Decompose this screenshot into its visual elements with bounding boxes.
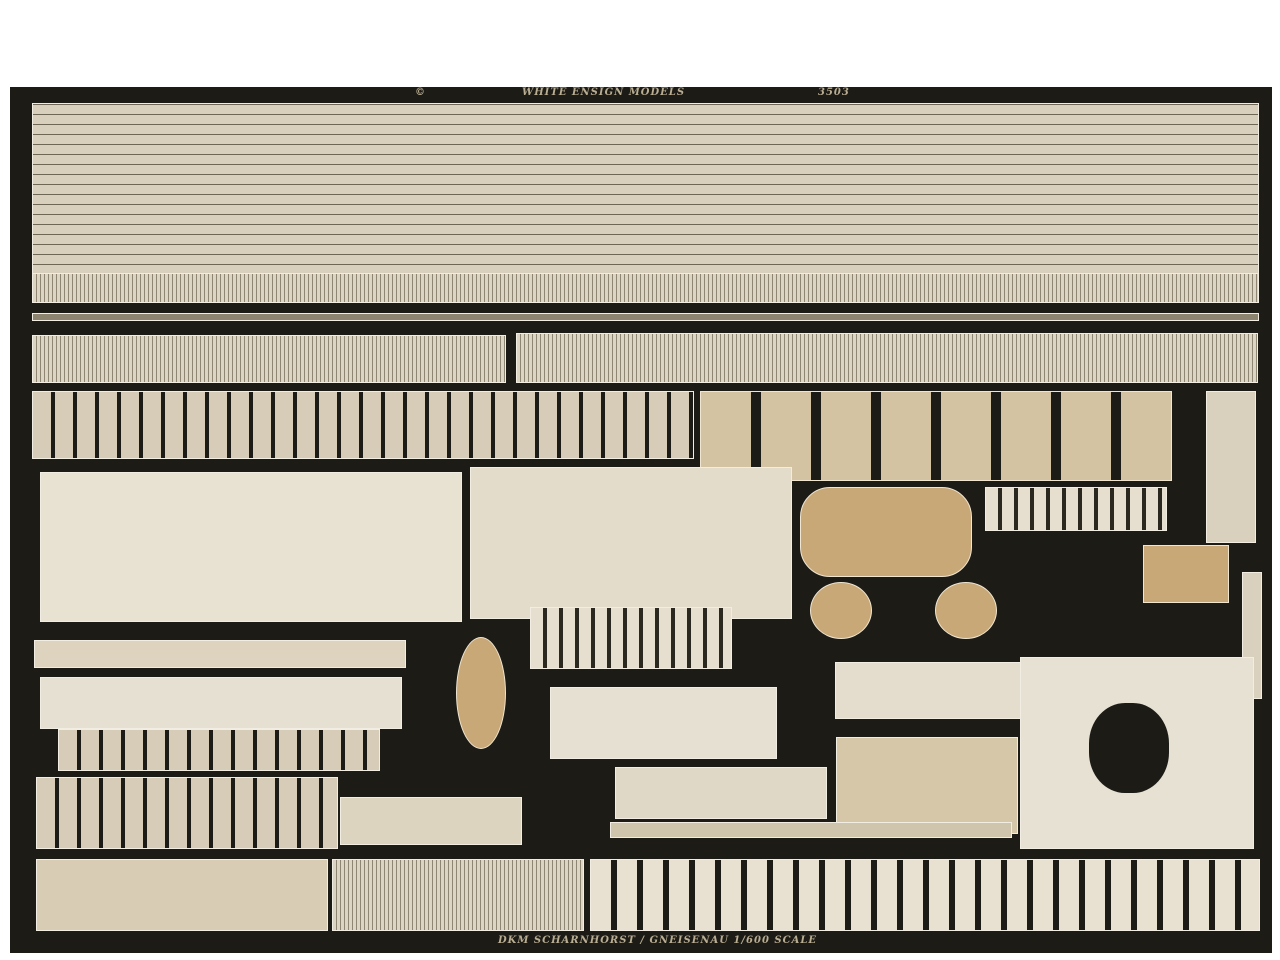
bracket-part xyxy=(1206,391,1256,543)
funnel-cap xyxy=(1020,657,1254,849)
maker-label: WHITE ENSIGN MODELS xyxy=(522,87,686,98)
fittings-row xyxy=(340,797,522,845)
ladder-strip-left xyxy=(32,335,506,383)
copper-disc-part xyxy=(800,487,972,577)
link-strip xyxy=(610,822,1012,838)
fret-title: DKM SCHARNHORST / GNEISENAU 1/600 SCALE xyxy=(498,935,817,946)
small-parts-grid xyxy=(36,777,338,849)
square-frames-row xyxy=(590,859,1260,931)
panels-left xyxy=(36,859,328,931)
searchlight-left xyxy=(810,582,872,639)
doors-row xyxy=(58,729,380,771)
gun-shields-row xyxy=(32,391,694,459)
deck-plate xyxy=(835,662,1027,719)
stairs-parts xyxy=(615,767,827,819)
grating-part xyxy=(985,487,1167,531)
copyright-mark: © xyxy=(415,87,426,98)
photo-etch-fret: © WHITE ENSIGN MODELS 3503 DKM SCHARNHOR… xyxy=(10,87,1272,953)
long-rail xyxy=(32,313,1259,321)
hatch-part xyxy=(1143,545,1229,603)
searchlight-right xyxy=(935,582,997,639)
platform-part xyxy=(550,687,777,759)
boats-row xyxy=(34,640,406,668)
grating-set xyxy=(530,607,732,669)
railings-block xyxy=(32,103,1259,275)
locker-parts xyxy=(836,737,1018,834)
railings-strip xyxy=(32,273,1259,303)
copper-oval-part xyxy=(456,637,506,749)
boom-parts xyxy=(40,677,402,729)
set-number: 3503 xyxy=(818,87,850,98)
aircraft-catapult xyxy=(40,472,462,622)
crane-parts-row xyxy=(700,391,1172,481)
catapult-frame xyxy=(470,467,792,619)
panels-mid xyxy=(332,859,584,931)
ladder-strip-right xyxy=(516,333,1258,383)
